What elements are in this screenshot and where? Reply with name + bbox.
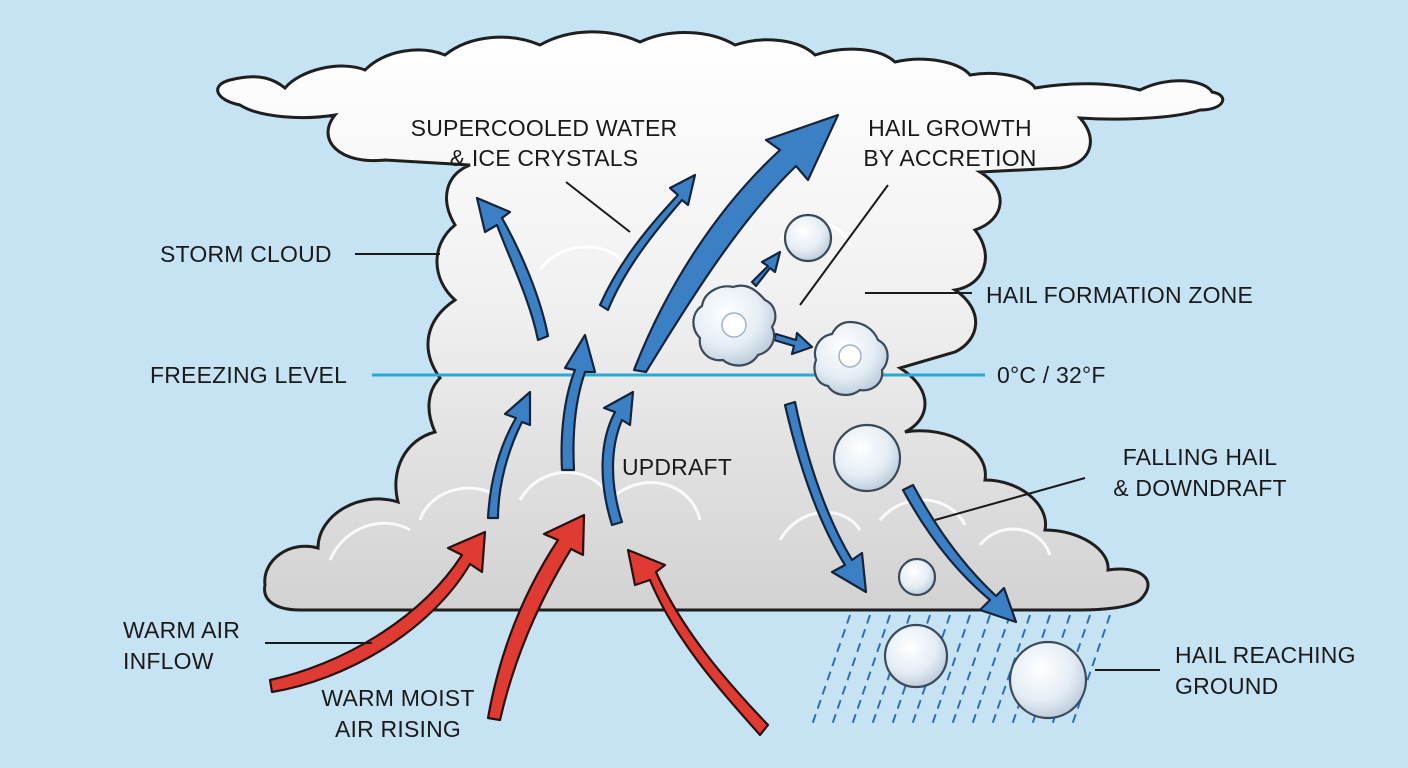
hail-recirculation-arrow-up — [750, 250, 782, 288]
updraft-arrow-center-mid — [560, 333, 597, 472]
label-falling-hail-1: FALLING HAIL — [1123, 444, 1278, 470]
label-updraft: UPDRAFT — [622, 454, 732, 480]
warm-moist-air-arrow-right — [626, 548, 770, 737]
downdraft-arrows — [783, 400, 1018, 624]
hailstone-ground-right — [1008, 640, 1088, 720]
downdraft-arrow-left — [783, 400, 868, 594]
hailstone-small-top — [783, 213, 833, 263]
label-falling-hail-2: & DOWNDRAFT — [1113, 475, 1286, 501]
updraft-arrow-right-mid — [601, 390, 635, 527]
label-warm-moist-air-2: AIR RISING — [335, 716, 461, 742]
updraft-arrow-left-top — [475, 196, 550, 342]
label-warm-air-inflow-2: INFLOW — [123, 648, 214, 674]
warm-air-inflow-arrow — [268, 530, 487, 694]
label-warm-air-inflow-1: WARM AIR — [123, 617, 240, 643]
hailstone-falling — [832, 423, 902, 493]
label-storm-cloud: STORM CLOUD — [160, 241, 332, 267]
leader-lines — [265, 181, 1160, 671]
rain-streaks — [811, 614, 1111, 726]
label-warm-moist-air-1: WARM MOIST — [321, 685, 474, 711]
updraft-arrows — [475, 113, 840, 527]
hailstone-ground-left — [883, 623, 949, 689]
updraft-arrow-center-top — [598, 173, 697, 312]
warm-moist-air-arrow-left — [486, 513, 586, 722]
label-hail-reaching-ground-1: HAIL REACHING — [1175, 642, 1356, 668]
label-hail-growth-2: BY ACCRETION — [863, 145, 1036, 171]
updraft-arrow-left-mid — [486, 390, 532, 520]
updraft-arrow-main — [632, 113, 840, 374]
label-hail-growth-1: HAIL GROWTH — [868, 115, 1032, 141]
label-supercooled-1: SUPERCOOLED WATER — [411, 115, 678, 141]
hailstones — [692, 213, 1088, 720]
hailstone-large-at-freezing-core — [838, 344, 862, 368]
hailstone-below-cloud — [897, 557, 937, 597]
label-hail-reaching-ground-2: GROUND — [1175, 673, 1278, 699]
hailstone-large-growing-core — [721, 312, 747, 338]
label-supercooled-2: & ICE CRYSTALS — [450, 145, 639, 171]
labels: SUPERCOOLED WATER & ICE CRYSTALS HAIL GR… — [123, 115, 1356, 742]
downdraft-arrow-right — [901, 483, 1018, 624]
label-freezing-level: FREEZING LEVEL — [150, 362, 347, 388]
label-hail-formation-zone: HAIL FORMATION ZONE — [986, 282, 1253, 308]
label-temperature: 0°C / 32°F — [997, 362, 1106, 388]
warm-inflow-arrows — [268, 513, 770, 737]
hail-recirculation-arrow-right — [772, 331, 814, 356]
